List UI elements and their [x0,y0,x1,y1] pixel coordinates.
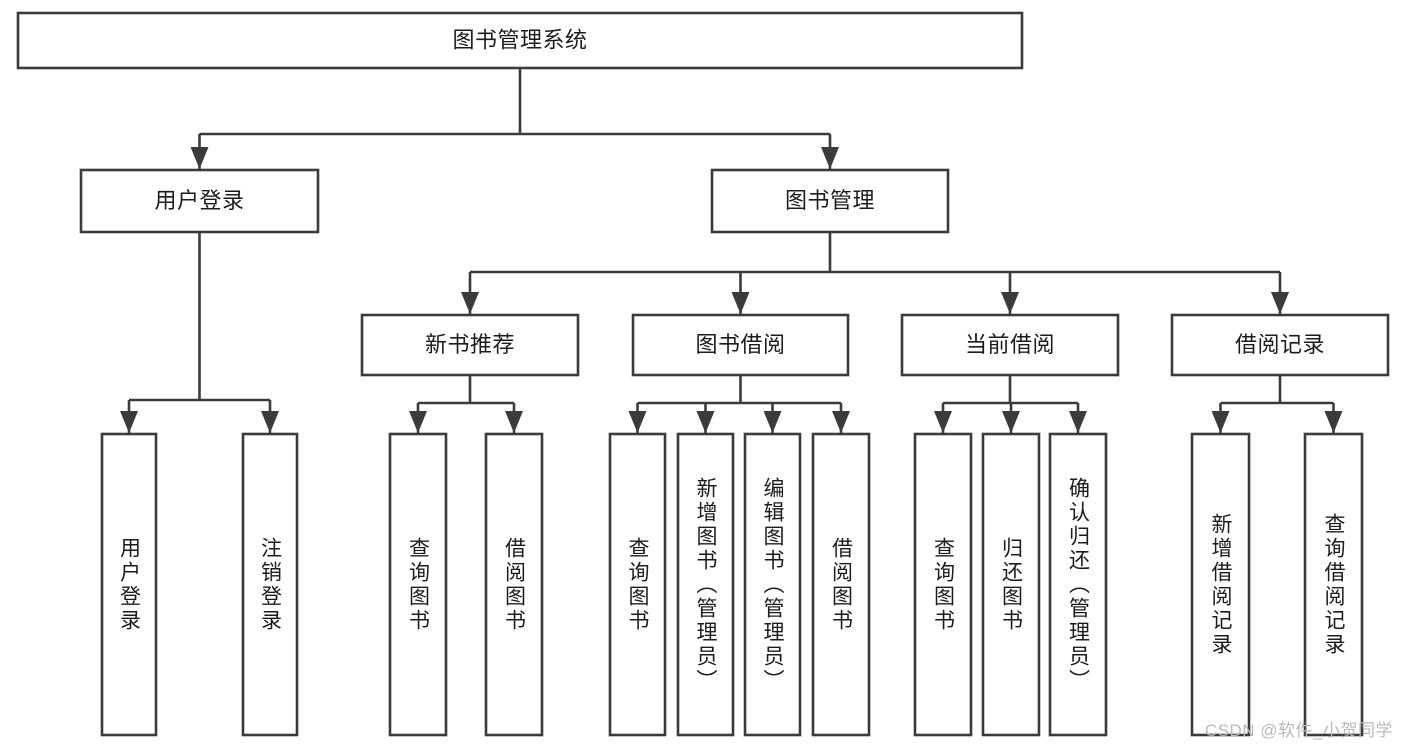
arrow-head-icon [409,411,427,433]
leaf-node-2-box[interactable] [388,432,448,737]
leaf-node-12[interactable] [1303,432,1364,737]
leaf-node-9-box[interactable] [981,432,1041,737]
leaf-node-3-box[interactable] [484,432,544,737]
arrow-head-icon [190,147,209,169]
leaf-node-10[interactable] [1048,432,1108,737]
level3-node-3[interactable]: 借阅记录 [1170,313,1390,377]
level3-node-1-box[interactable] [631,313,850,377]
root-node-book-management-system[interactable]: 图书管理系统 [16,11,1024,70]
leaf-node-0[interactable] [100,432,158,737]
root-node-book-management-system-label: 图书管理系统 [452,27,587,52]
leaf-node-5-box[interactable] [676,432,735,737]
arrow-head-icon [261,411,279,433]
arrow-head-icon [1069,411,1087,433]
leaf-node-1-box[interactable] [241,432,299,737]
arrow-head-icon [505,411,523,433]
arrow-head-icon [731,292,750,314]
root-node-book-management-system-box[interactable] [16,11,1024,70]
leaf-node-9[interactable] [981,432,1041,737]
leaf-node-7-box[interactable] [811,432,871,737]
arrow-head-icon [821,147,839,169]
leaf-node-3[interactable] [484,432,544,737]
leaf-node-11[interactable] [1190,432,1251,737]
arrow-head-icon [461,292,479,314]
leaf-node-8[interactable] [913,432,973,737]
level3-node-2-label: 当前借阅 [965,332,1055,357]
leaf-node-7[interactable] [811,432,871,737]
level3-node-0-label: 新书推荐 [425,332,515,357]
leaf-node-6[interactable] [743,432,802,737]
arrow-head-icon [832,411,850,433]
arrow-head-icon [1271,292,1289,314]
leaf-node-11-box[interactable] [1190,432,1251,737]
leaf-node-8-box[interactable] [913,432,973,737]
connector-layer [120,68,1343,433]
level3-node-0[interactable]: 新书推荐 [360,313,580,377]
arrow-head-icon [628,411,647,433]
arrow-head-icon [763,411,782,433]
level2-node-0[interactable]: 用户登录 [79,168,320,234]
arrow-head-icon [1001,292,1019,314]
watermark-text: CSDN @软件_小贺同学 [1204,721,1393,740]
arrow-head-icon [120,411,138,433]
level3-node-1-label: 图书借阅 [695,332,785,357]
leaf-node-1[interactable] [241,432,299,737]
arrow-head-icon [1002,411,1020,433]
level3-node-2[interactable]: 当前借阅 [900,313,1120,377]
leaf-node-2[interactable] [388,432,448,737]
level3-node-3-box[interactable] [1170,313,1390,377]
leaf-node-6-box[interactable] [743,432,802,737]
leaf-node-12-box[interactable] [1303,432,1364,737]
arrow-head-icon [1324,411,1343,433]
leaf-node-5[interactable] [676,432,735,737]
leaf-node-4[interactable] [608,432,667,737]
leaf-node-0-box[interactable] [100,432,158,737]
leaf-node-10-box[interactable] [1048,432,1108,737]
arrow-head-icon [934,411,952,433]
level2-node-1[interactable]: 图书管理 [710,168,950,234]
level3-node-1[interactable]: 图书借阅 [631,313,850,377]
leaf-node-4-box[interactable] [608,432,667,737]
arrow-head-icon [696,411,715,433]
level2-node-1-label: 图书管理 [785,188,875,213]
level2-node-0-label: 用户登录 [154,188,244,213]
level3-node-0-box[interactable] [360,313,580,377]
level3-node-3-label: 借阅记录 [1235,332,1325,357]
arrow-head-icon [1211,411,1230,433]
level3-node-2-box[interactable] [900,313,1120,377]
level2-node-1-box[interactable] [710,168,950,234]
level2-node-0-box[interactable] [79,168,320,234]
